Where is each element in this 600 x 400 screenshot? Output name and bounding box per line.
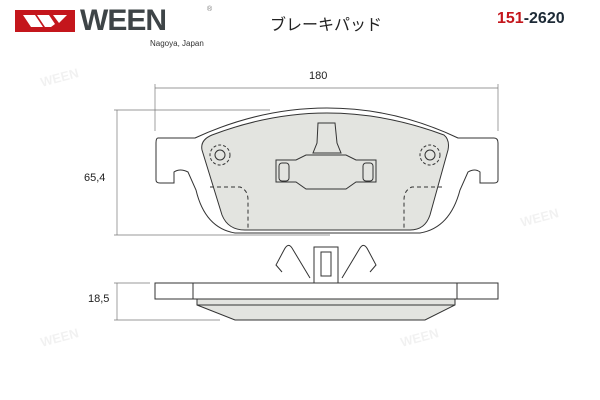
ween-logo-icon [15,10,75,32]
thickness-dimension-label: 18,5 [88,293,110,305]
dimension-lines [114,84,499,321]
mounting-holes [209,144,441,166]
brand-name: WEEN [80,4,167,37]
part-number: 151-2620 [497,10,565,28]
part-number-prefix: 151 [497,10,524,27]
height-dimension-label: 65,4 [84,172,106,184]
width-dimension-label: 180 [309,70,328,82]
registered-mark: ® [207,6,213,13]
friction-side [196,298,456,321]
center-clip-boss [275,122,377,190]
part-number-suffix: -2620 [523,10,565,27]
product-title: ブレーキパッド [270,17,383,34]
spring-clip [275,244,377,286]
backplate-side [154,282,499,300]
brand-origin: Nagoya, Japan [150,39,204,48]
wear-indicator-dashed [210,186,442,228]
